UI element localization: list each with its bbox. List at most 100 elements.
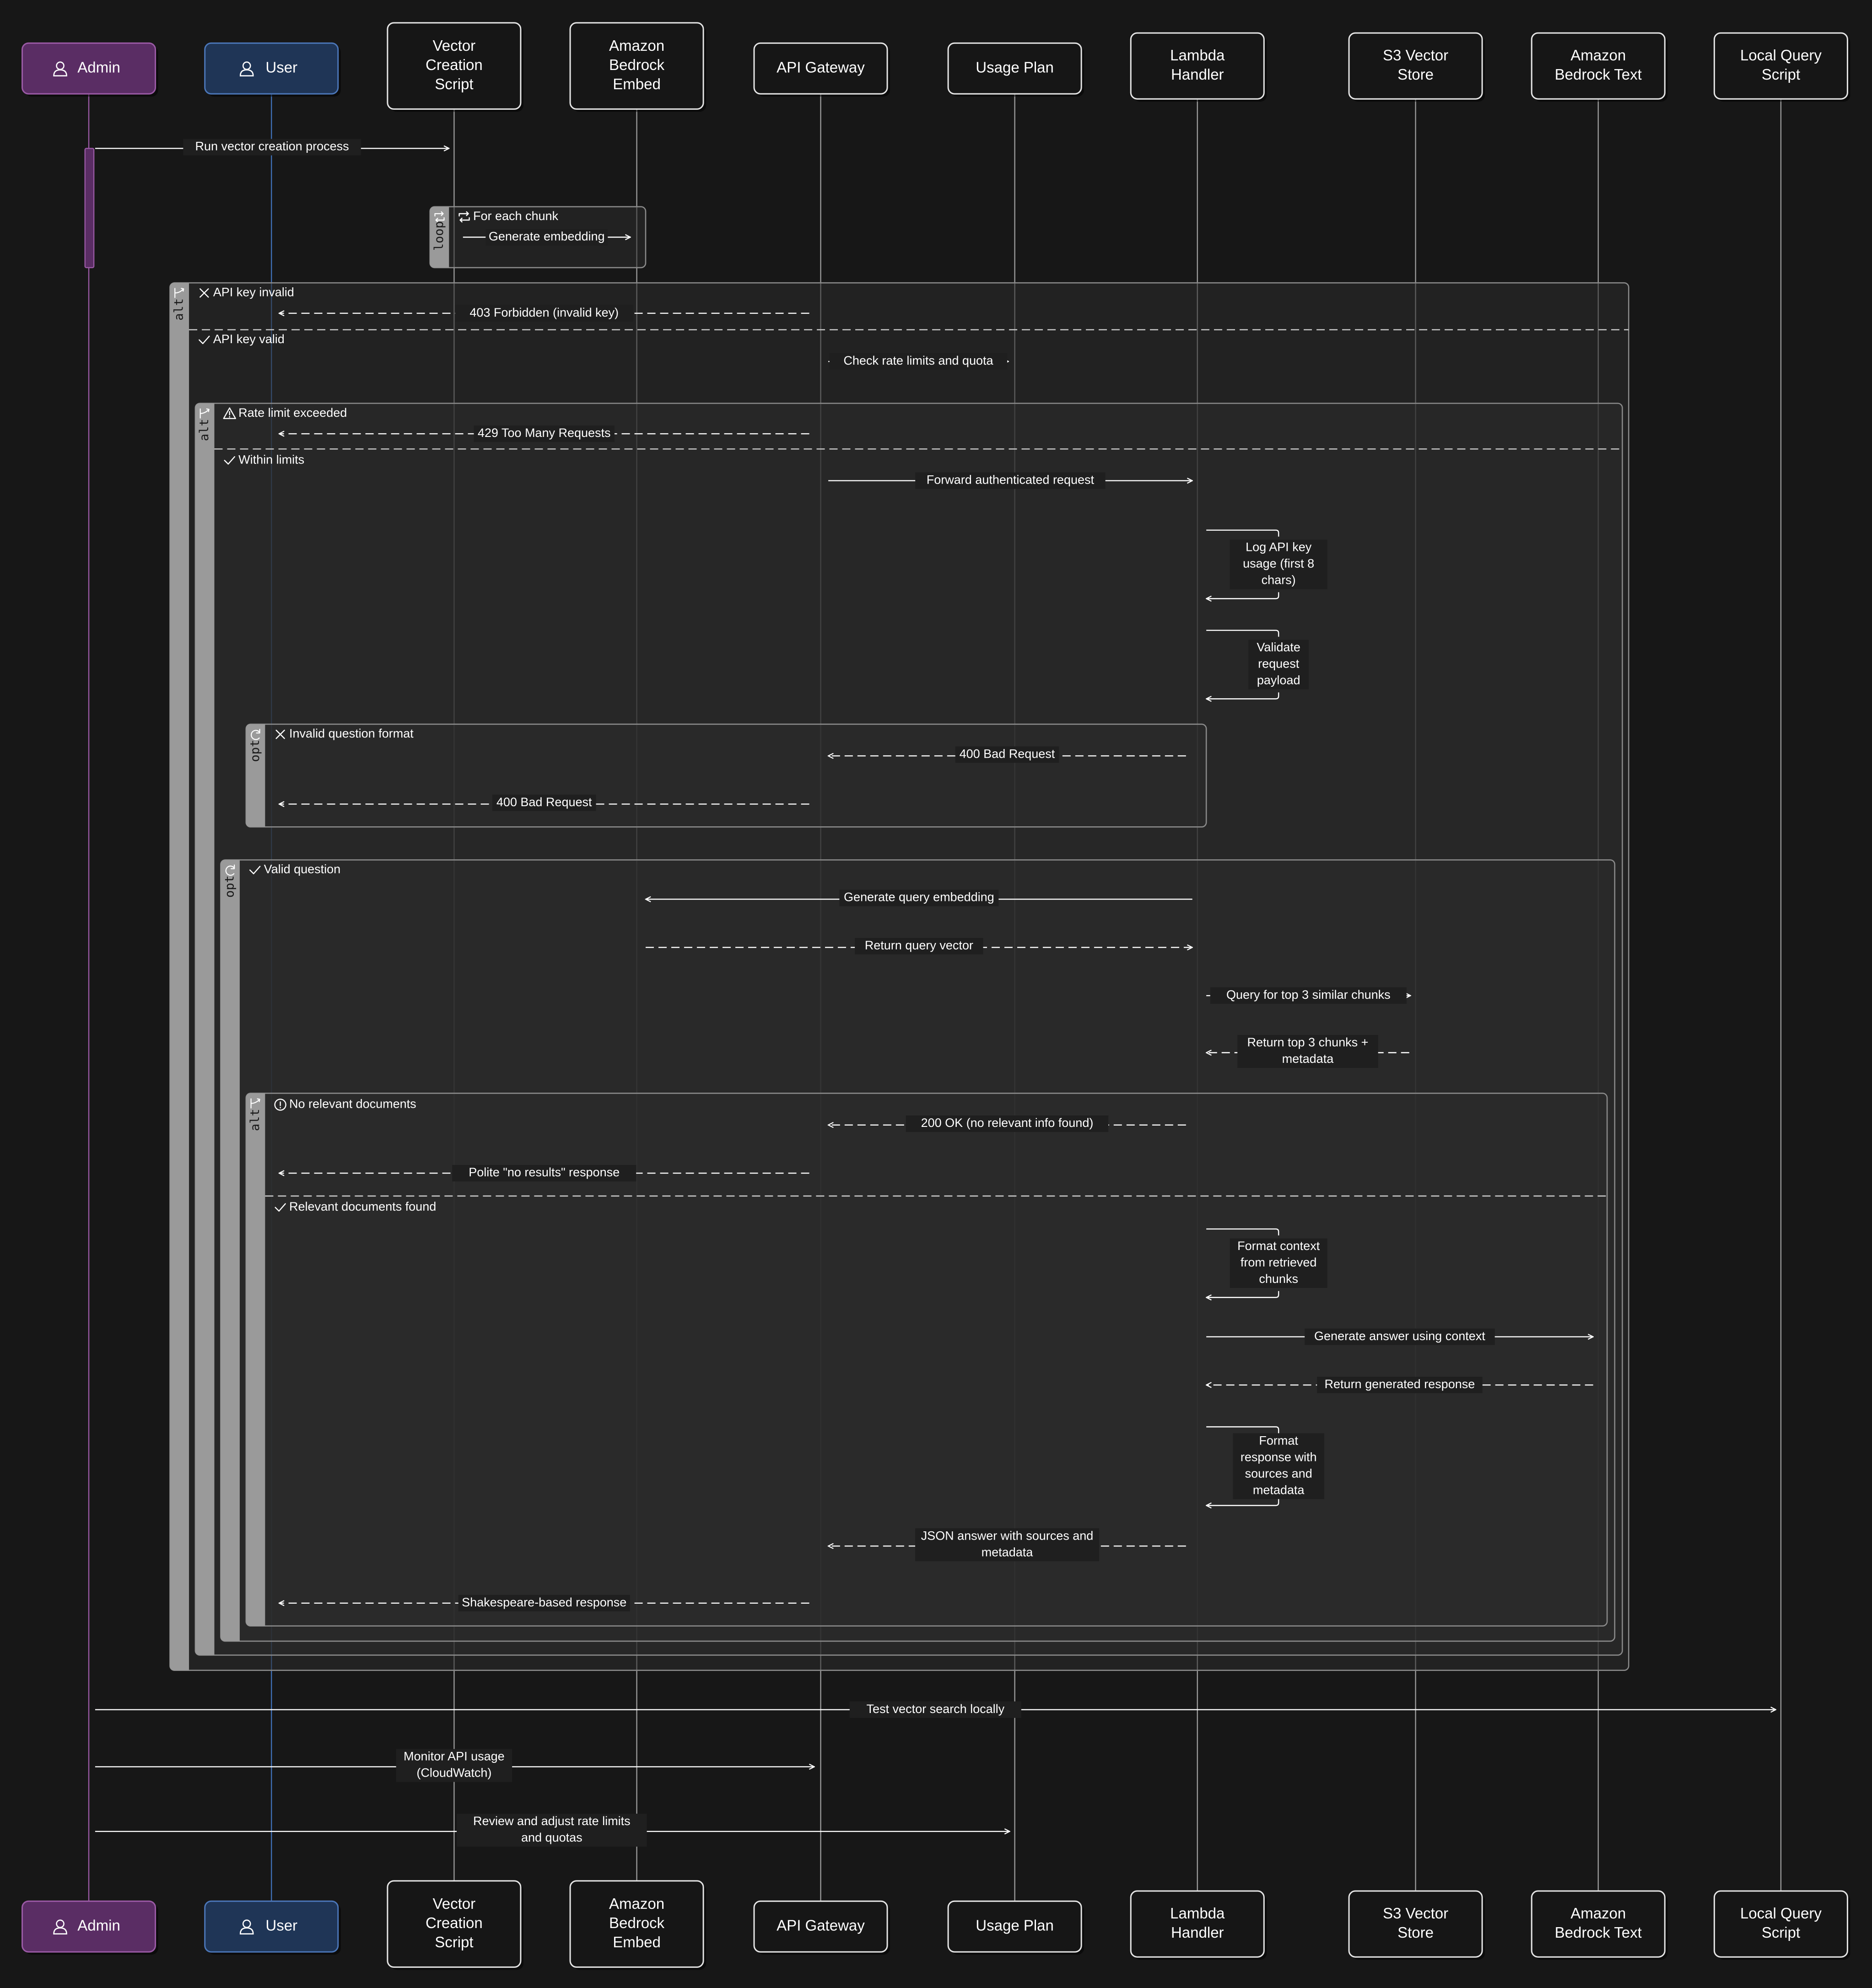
participant-label: Amazon [609,1895,664,1912]
fragment-tab [221,860,240,1641]
person-icon [53,61,67,76]
message-label: payload [1257,673,1300,687]
self-message-arrow [1206,1499,1279,1505]
self-message-line [1206,1228,1279,1236]
label-background [457,1813,647,1847]
participant-label: Usage Plan [976,59,1054,75]
label-background [1305,1328,1495,1345]
participant-label: Lambda [1170,1905,1225,1922]
participant-label: Amazon [1570,1905,1626,1922]
participant-label: User [265,1917,297,1934]
participant-apigw-bottom[interactable]: API Gateway [753,1900,890,1955]
fragment-condition-label: For each chunk [473,209,559,223]
fragment-condition-label: Invalid question format [289,727,414,740]
participant-usage-bottom[interactable]: Usage Plan [947,1900,1084,1955]
message-label: Monitor API usage [404,1750,505,1763]
participant-label: Vector [433,1895,476,1912]
participant-admin-bottom[interactable]: Admin [22,1900,158,1955]
message-label: Query for top 3 similar chunks [1226,988,1391,1002]
message-label: Shakespeare-based response [462,1595,626,1609]
fragment-tab [430,206,449,268]
message-label: metadata [1282,1052,1334,1066]
fragment-condition-label: Within limits [238,453,304,466]
participant-label: Bedrock Text [1555,66,1642,83]
message-label: metadata [982,1545,1034,1559]
participant-user-top[interactable]: User [204,42,341,97]
message-label: and quotas [521,1831,583,1844]
message-m11: Generate query embedding [646,889,1192,906]
label-background [855,937,983,954]
fragment-type-label: alt [248,1109,262,1131]
redo-icon [225,864,235,876]
participant-user-bottom[interactable]: User [204,1900,341,1955]
participant-apigw-top[interactable]: API Gateway [753,42,890,97]
message-label: Polite "no results" response [469,1165,620,1179]
message-label: chunks [1259,1272,1298,1286]
message-label: Format context [1237,1239,1320,1253]
label-background [458,1595,630,1611]
message-label: from retrieved [1241,1255,1317,1269]
message-label: Validate [1257,641,1300,654]
participant-label: Handler [1171,1924,1224,1941]
participant-label: Embed [613,1934,661,1950]
participant-usage-top[interactable]: Usage Plan [947,42,1084,97]
person-icon [53,1919,67,1934]
self-message-arrow [1206,592,1279,598]
self-message-arrow [1206,692,1279,699]
fragment-tab [246,724,265,827]
message-m14: Return top 3 chunks +metadata [1206,1034,1409,1068]
activation-bar-admin [84,148,95,269]
message-m6: Forward authenticated request [828,472,1192,489]
label-background [915,472,1106,489]
participant-label: Usage Plan [976,1917,1054,1934]
participant-label: Lambda [1170,47,1225,64]
fragment-condition-label: Relevant documents found [289,1200,436,1213]
message-m22: Shakespeare-based response [279,1595,809,1611]
participant-label: API Gateway [777,1917,865,1934]
participant-label: Amazon [1570,47,1626,64]
participant-label: Bedrock Text [1555,1924,1642,1941]
participant-admin-top[interactable]: Admin [22,42,158,97]
message-m2: Generate embedding [463,229,631,246]
participant-label: Amazon [609,37,664,54]
participant-label: Admin [77,1917,120,1934]
message-m9: 400 Bad Request [828,746,1186,763]
participant-label: Admin [77,59,120,75]
fragment-type-label: opt [223,875,237,898]
message-label: Test vector search locally [867,1702,1005,1716]
check-icon [249,866,261,874]
info-icon [274,1099,286,1111]
label-background [839,889,999,906]
fragment-condition-label: API key invalid [213,285,294,299]
participant-label: User [265,59,297,75]
check-icon [224,456,235,465]
message-label: Generate query embedding [844,890,994,904]
message-m13: Query for top 3 similar chunks [1206,987,1410,1004]
message-label: metadata [1253,1483,1305,1497]
fragment-tab [195,403,215,1655]
message-m1: Run vector creation process [95,139,449,156]
message-m3: 403 Forbidden (invalid key) [279,305,809,322]
fragment-condition-label: API key valid [213,332,285,346]
participant-label: Script [1762,66,1800,83]
check-icon [199,335,210,345]
label-background [1317,1377,1483,1394]
person-icon [239,1919,254,1934]
self-message-line [1206,1426,1279,1433]
